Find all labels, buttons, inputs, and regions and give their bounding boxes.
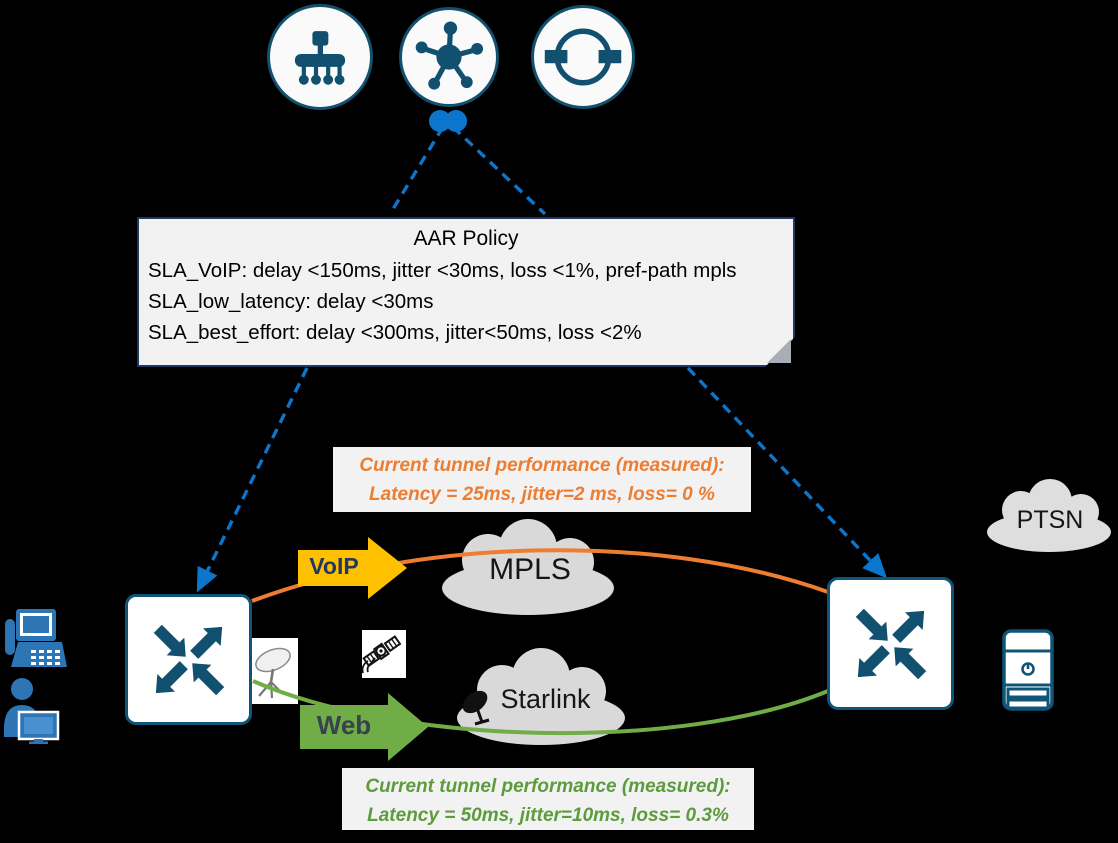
satellite-icon xyxy=(362,635,402,674)
policy-rule-voip: SLA_VoIP: delay <150ms, jitter <30ms, lo… xyxy=(148,259,737,282)
starlink-perf-box: Current tunnel performance (measured): L… xyxy=(342,768,754,830)
note-fold-flap-icon xyxy=(767,339,791,363)
left-edge-router-icon xyxy=(125,594,252,725)
voip-arrow-label: VoIP xyxy=(309,553,359,579)
starlink-perf-values: Latency = 50ms, jitter=10ms, loss= 0.3% xyxy=(367,805,729,826)
mpls-perf-values: Latency = 25ms, jitter=2 ms, loss= 0 % xyxy=(369,484,715,505)
pstn-cloud-icon xyxy=(987,479,1111,552)
controller-anchor-dot xyxy=(445,110,467,132)
policy-title: AAR Policy xyxy=(413,227,519,250)
user-workstation-icon xyxy=(4,678,60,744)
controller-anchor-dot xyxy=(429,110,451,132)
starlink-dish-icon xyxy=(255,647,291,699)
aar-policy-box: AAR Policy SLA_VoIP: delay <150ms, jitte… xyxy=(137,217,795,367)
mpls-cloud-label: MPLS xyxy=(489,553,571,586)
management-controller-icon xyxy=(267,4,373,110)
web-arrow-label: Web xyxy=(316,710,372,740)
pstn-cloud-label: PTSN xyxy=(1016,506,1084,534)
controller-policy-link-right xyxy=(451,125,547,216)
policy-rule-low-latency: SLA_low_latency: delay <30ms xyxy=(148,290,434,313)
starlink-perf-title: Current tunnel performance (measured): xyxy=(365,776,731,797)
controller-policy-link-left xyxy=(388,126,445,215)
right-edge-router-icon xyxy=(827,577,954,710)
server-icon xyxy=(1002,629,1054,711)
mpls-perf-box: Current tunnel performance (measured): L… xyxy=(333,447,751,512)
starlink-cloud-label: Starlink xyxy=(500,684,591,714)
satellite-box xyxy=(362,630,406,678)
policy-rule-best-effort: SLA_best_effort: delay <300ms, jitter<50… xyxy=(148,321,642,344)
ring-controller-icon xyxy=(531,5,635,109)
starlink-dish-box xyxy=(252,638,298,704)
mpls-perf-title: Current tunnel performance (measured): xyxy=(359,455,725,476)
policy-to-left-router-arrow xyxy=(196,367,309,593)
ip-phone-icon xyxy=(5,609,67,667)
hub-spoke-controller-icon xyxy=(399,7,499,107)
